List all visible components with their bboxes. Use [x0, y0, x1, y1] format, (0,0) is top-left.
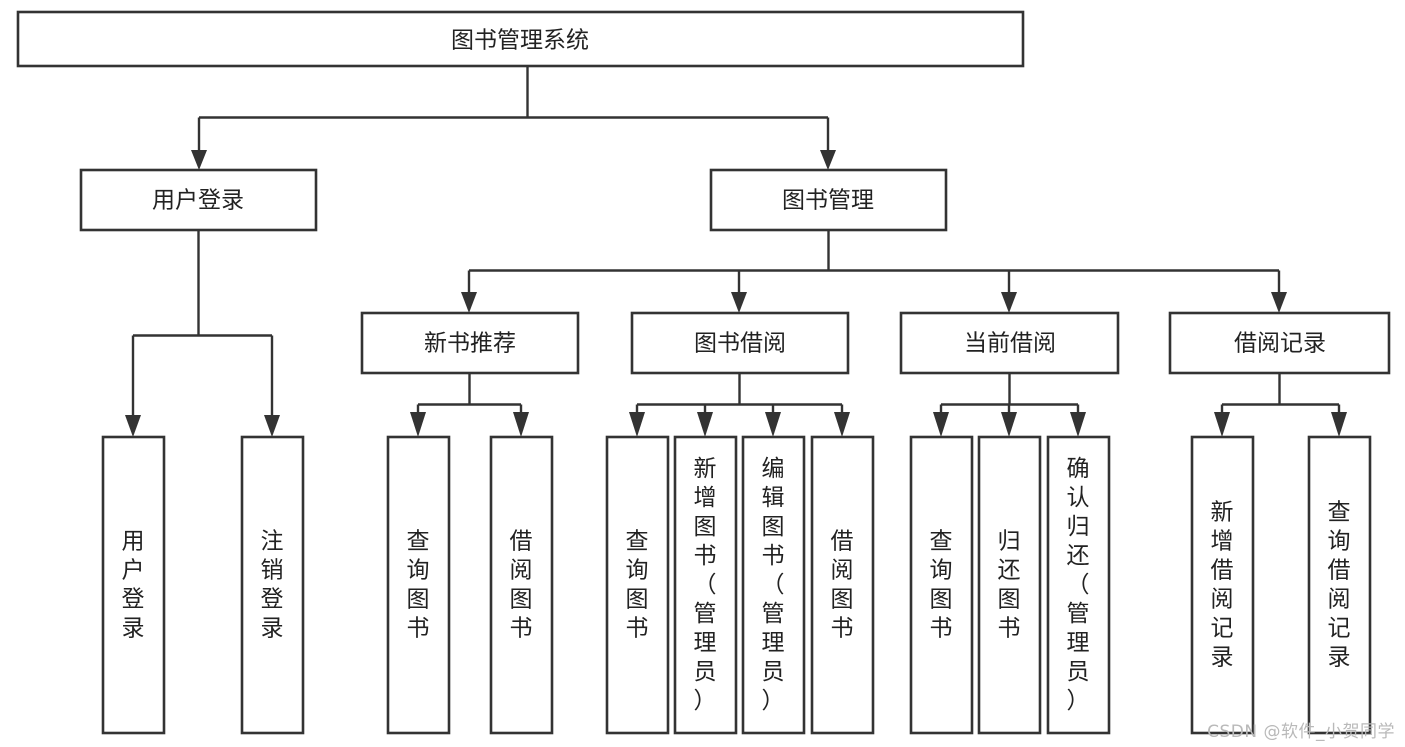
- node-book-manage[interactable]: 图书管理: [709, 168, 948, 232]
- node-current-borrow-label: 当前借阅: [964, 331, 1056, 357]
- node-leaf-borrow-book-1-label: 借阅图书: [510, 528, 533, 641]
- connector-layer: [125, 66, 1347, 437]
- node-leaf-user-login-label: 用户登录: [122, 528, 145, 641]
- arrowhead-new-book-recommend: [461, 292, 477, 313]
- node-leaf-query-book-3[interactable]: 查询图书: [909, 435, 974, 735]
- node-user-login[interactable]: 用户登录: [79, 168, 318, 232]
- node-leaf-confirm-return-admin[interactable]: 确认归还（管理员）: [1046, 435, 1111, 735]
- arrowhead-leaf-borrow-book-2: [834, 412, 850, 437]
- node-book-borrow[interactable]: 图书借阅: [630, 311, 850, 375]
- node-leaf-confirm-return-admin-label: 确认归还（管理员）: [1067, 456, 1090, 714]
- node-leaf-add-book-admin-label: 新增图书（管理员）: [694, 456, 717, 714]
- node-leaf-user-login[interactable]: 用户登录: [101, 435, 166, 735]
- node-leaf-query-book-3-label: 查询图书: [930, 528, 953, 641]
- node-leaf-return-book-label: 归还图书: [998, 528, 1021, 641]
- node-leaf-borrow-book-2-label: 借阅图书: [831, 528, 854, 641]
- node-root[interactable]: 图书管理系统: [16, 10, 1025, 68]
- arrowhead-current-borrow: [1001, 292, 1017, 313]
- node-borrow-record[interactable]: 借阅记录: [1168, 311, 1391, 375]
- node-leaf-logout-login-label: 注销登录: [261, 528, 284, 641]
- node-user-login-label: 用户登录: [152, 188, 244, 214]
- node-borrow-record-label: 借阅记录: [1234, 331, 1326, 357]
- node-leaf-add-book-admin[interactable]: 新增图书（管理员）: [673, 435, 738, 735]
- node-leaf-return-book[interactable]: 归还图书: [977, 435, 1042, 735]
- arrowhead-user-login: [191, 150, 207, 170]
- arrowhead-leaf-query-book-1: [410, 412, 426, 437]
- node-book-borrow-label: 图书借阅: [694, 331, 786, 357]
- node-root-label: 图书管理系统: [451, 28, 589, 54]
- node-leaf-edit-book-admin[interactable]: 编辑图书（管理员）: [741, 435, 806, 735]
- node-leaf-query-book-2[interactable]: 查询图书: [605, 435, 670, 735]
- node-leaf-query-book-1-label: 查询图书: [407, 528, 430, 641]
- arrowhead-book-borrow: [731, 292, 747, 313]
- arrowhead-leaf-return-book: [1001, 412, 1017, 437]
- node-leaf-add-borrow-record[interactable]: 新增借阅记录: [1190, 435, 1255, 735]
- node-leaf-query-borrow-record-label: 查询借阅记录: [1328, 499, 1351, 670]
- arrowhead-leaf-borrow-book-1: [513, 412, 529, 437]
- node-leaf-query-borrow-record[interactable]: 查询借阅记录: [1307, 435, 1372, 735]
- arrowhead-leaf-add-book-admin: [697, 412, 713, 437]
- arrowhead-leaf-query-book-3: [933, 412, 949, 437]
- node-leaf-borrow-book-1[interactable]: 借阅图书: [489, 435, 554, 735]
- node-leaf-logout-login[interactable]: 注销登录: [240, 435, 305, 735]
- node-leaf-query-book-2-label: 查询图书: [626, 528, 649, 641]
- arrowhead-leaf-query-book-2: [629, 412, 645, 437]
- node-leaf-edit-book-admin-label: 编辑图书（管理员）: [762, 456, 785, 714]
- arrowhead-leaf-edit-book-admin: [765, 412, 781, 437]
- node-current-borrow[interactable]: 当前借阅: [899, 311, 1120, 375]
- node-new-book-recommend-label: 新书推荐: [424, 331, 516, 357]
- node-book-manage-label: 图书管理: [782, 188, 874, 214]
- arrowhead-leaf-logout-login: [264, 415, 280, 437]
- arrowhead-leaf-add-borrow-record: [1214, 412, 1230, 437]
- arrowhead-leaf-confirm-return-admin: [1070, 412, 1086, 437]
- node-leaf-add-borrow-record-label: 新增借阅记录: [1211, 499, 1234, 670]
- node-new-book-recommend[interactable]: 新书推荐: [360, 311, 580, 375]
- arrowhead-borrow-record: [1271, 292, 1287, 313]
- node-leaf-query-book-1[interactable]: 查询图书: [386, 435, 451, 735]
- arrowhead-leaf-query-borrow-record: [1331, 412, 1347, 437]
- arrowhead-leaf-user-login: [125, 415, 141, 437]
- csdn-watermark: CSDN @软件_小贺同学: [1207, 722, 1395, 742]
- arrowhead-book-manage: [820, 150, 836, 170]
- node-leaf-borrow-book-2[interactable]: 借阅图书: [810, 435, 875, 735]
